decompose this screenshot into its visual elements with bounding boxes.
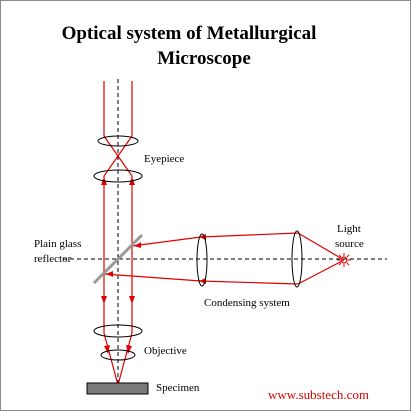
- ray-cross-b: [103, 135, 133, 177]
- objective-upper-lens: [93, 324, 143, 338]
- specimen-block: [86, 382, 149, 395]
- label-eyepiece: Eyepiece: [144, 153, 184, 165]
- title-line-1: Optical system of Metallurgical: [61, 23, 317, 44]
- arrow-reflector-lower: [106, 271, 113, 277]
- arrow-reflector-upper: [134, 242, 141, 248]
- eyepiece-lower-lens: [93, 169, 143, 183]
- watermark-url[interactable]: www.substech.com: [268, 387, 369, 402]
- eyepiece-upper-lens: [97, 135, 139, 147]
- ray-objective-left: [103, 332, 119, 386]
- label-condensing-system: Condensing system: [204, 297, 290, 309]
- diagram-title: Optical system of Metallurgical Microsco…: [1, 21, 377, 71]
- arrow-tube-right-down: [129, 296, 135, 304]
- ray-source-lower: [297, 259, 345, 285]
- arrow-objective-left: [104, 345, 110, 354]
- ray-condenser-upper: [200, 232, 299, 238]
- ray-objective-right: [117, 332, 133, 386]
- objective-lower-lens: [100, 349, 136, 361]
- ray-condenser-lower: [200, 280, 299, 285]
- condenser-lens-left: [196, 233, 208, 287]
- arrow-objective-right: [126, 345, 132, 354]
- label-light-1: Light: [337, 223, 361, 235]
- label-objective: Objective: [144, 345, 187, 357]
- ray-to-reflector-upper: [131, 236, 202, 247]
- ray-source-upper: [297, 232, 345, 261]
- light-source-icon: [337, 253, 351, 267]
- arrow-condenser-upper: [199, 234, 206, 240]
- ray-to-reflector-lower: [103, 273, 202, 282]
- label-plain-glass-1: Plain glass: [34, 238, 81, 250]
- label-light-2: source: [335, 238, 364, 250]
- title-line-2: Microscope: [157, 48, 251, 69]
- condenser-lens-right: [291, 230, 303, 288]
- label-plain-glass-2: reflector: [34, 253, 72, 265]
- label-specimen: Specimen: [156, 382, 200, 394]
- plain-glass-reflector: [92, 233, 144, 285]
- arrow-tube-left-down: [101, 296, 107, 304]
